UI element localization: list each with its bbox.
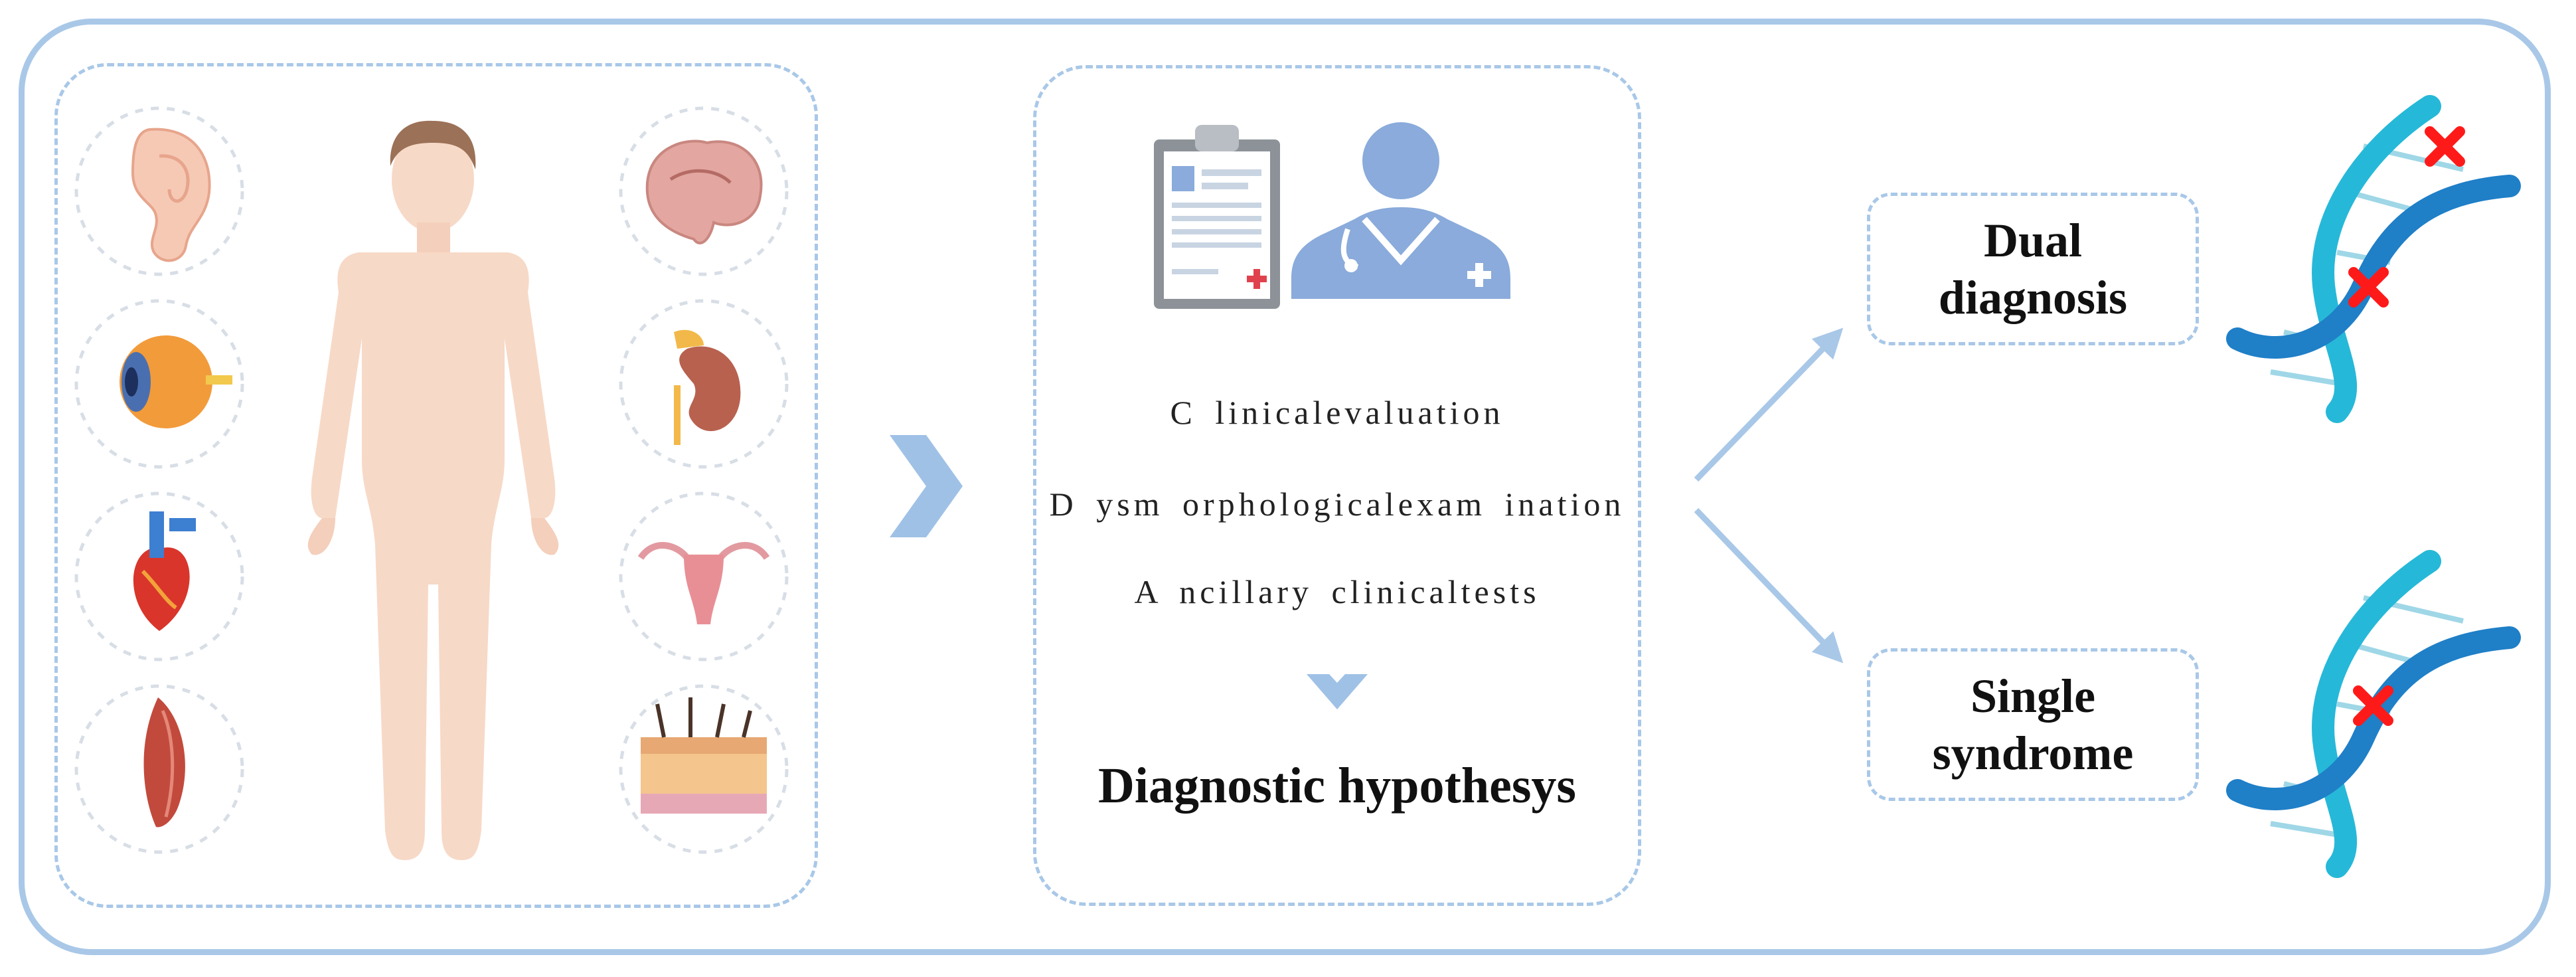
skin-icon <box>641 697 767 814</box>
chevron-down-icon <box>1307 674 1368 709</box>
eye-icon <box>120 335 232 428</box>
dna-double-mutation-icon <box>2226 95 2521 423</box>
single-syndrome-line1: Single <box>1970 669 2096 723</box>
heart-icon <box>133 511 196 631</box>
single-syndrome-box: Single syndrome <box>1867 648 2199 801</box>
organ-circle-muscle <box>74 684 244 854</box>
organ-circle-skin <box>619 684 789 854</box>
brain-icon <box>645 139 763 244</box>
dysmorphological-examination-label: D ysm orphologicalexam ination <box>1049 486 1625 523</box>
organ-circle-heart <box>74 491 244 662</box>
organ-circle-eye <box>74 299 244 469</box>
muscle-icon <box>143 697 185 828</box>
dual-diagnosis-line2: diagnosis <box>1938 271 2128 324</box>
arrow-to-dual-diagnosis <box>1694 327 1844 482</box>
mutation-marker-icon <box>2425 126 2465 167</box>
arrow-to-single-syndrome <box>1694 507 1844 664</box>
single-syndrome-line2: syndrome <box>1932 727 2134 780</box>
chevron-right-icon <box>890 435 963 537</box>
ear-icon <box>131 128 211 262</box>
dual-diagnosis-line1: Dual <box>1983 214 2083 267</box>
doctor-icon <box>1291 122 1510 299</box>
outer-frame <box>19 19 2551 955</box>
human-body-figure <box>307 120 559 860</box>
dual-diagnosis-box: Dual diagnosis <box>1867 193 2199 345</box>
organ-circle-brain <box>619 106 789 276</box>
clinical-evaluation-label: C linicalevaluation <box>1170 394 1504 431</box>
evaluation-panel <box>1033 65 1641 906</box>
dna-single-mutation-icon <box>2226 550 2521 878</box>
clipboard-icon <box>1154 125 1280 309</box>
organ-circle-uterus <box>619 491 789 662</box>
kidney-icon <box>674 329 741 445</box>
organ-circle-ear <box>74 106 244 276</box>
diagnostic-hypothesis-title: Diagnostic hypothesys <box>1098 758 1576 814</box>
patient-panel <box>54 63 818 908</box>
mutation-marker-icon <box>2353 685 2393 726</box>
organ-circle-kidney <box>619 299 789 469</box>
uterus-icon <box>637 542 770 624</box>
ancillary-clinical-tests-label: A ncillary clinicaltests <box>1134 573 1540 610</box>
mutation-marker-icon <box>2348 267 2389 308</box>
